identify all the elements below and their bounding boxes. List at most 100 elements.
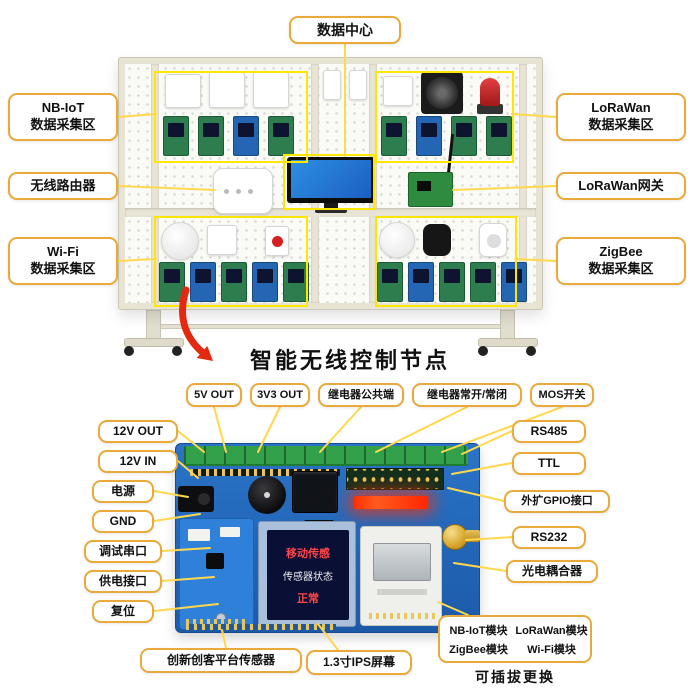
- callout-power: 电源: [92, 480, 154, 503]
- nbiot-sensor: [253, 72, 289, 108]
- wireless-plug-module: [360, 526, 442, 626]
- lorawan-node-module: [381, 116, 407, 156]
- callout-maker-sensor: 创新创客平台传感器: [140, 648, 302, 673]
- center-sensor: [323, 70, 341, 100]
- callout-12v-out: 12V OUT: [98, 420, 178, 443]
- callout-relay-common: 继电器公共端: [318, 383, 404, 407]
- callout-ttl: TTL: [512, 452, 586, 475]
- sensor-subboard: [179, 518, 254, 630]
- nbiot-sensor: [165, 74, 201, 108]
- lorawan-sensor: [383, 76, 413, 106]
- alarm-beacon: [480, 78, 500, 106]
- buzzer: [248, 476, 286, 514]
- caster-wheel: [172, 346, 182, 356]
- module-name: LoRaWan模块: [515, 624, 588, 637]
- zigbee-node-module: [377, 262, 403, 302]
- zigbee-black-sensor: [423, 224, 451, 256]
- zigbee-node-module: [439, 262, 465, 302]
- nbiot-node-module: [268, 116, 294, 156]
- callout-wifi-area: Wi-Fi 数据采集区: [8, 237, 118, 285]
- caster-wheel: [526, 346, 536, 356]
- wifi-node-module: [159, 262, 185, 302]
- nbiot-node-module: [198, 116, 224, 156]
- subboard-component: [220, 527, 240, 537]
- lorawan-gateway-board: [408, 172, 453, 207]
- callout-5v-out: 5V OUT: [186, 383, 242, 407]
- gateway-chip: [417, 181, 431, 191]
- panel-strip: [151, 64, 159, 303]
- callout-3v3-out: 3V3 OUT: [250, 383, 310, 407]
- antenna-stub: [465, 530, 480, 542]
- gpio-header: [346, 468, 444, 490]
- callout-rs232: RS232: [512, 526, 586, 549]
- zigbee-round-sensor: [379, 222, 415, 258]
- caster-wheel: [124, 346, 134, 356]
- wifi-node-module: [283, 262, 309, 302]
- wifi-node-module: [221, 262, 247, 302]
- screen-line: 正常: [297, 592, 319, 605]
- relay-terminal-block: [184, 446, 468, 466]
- callout-supply-port: 供电接口: [84, 570, 162, 593]
- relay-module: [292, 471, 338, 513]
- control-node-board-photo: 移动传感 传感器状态 正常: [175, 443, 480, 633]
- wireless-router: [213, 168, 273, 214]
- wifi-node-module: [190, 262, 216, 302]
- modules-note: 可插拔更换: [475, 669, 555, 685]
- ips-screen-module: 移动传感 传感器状态 正常: [258, 521, 356, 627]
- module-name: Wi-Fi模块: [527, 643, 576, 656]
- wifi-sensor: [207, 225, 237, 255]
- module-name: ZigBee模块: [449, 643, 508, 656]
- fan-blade: [426, 77, 458, 109]
- pir-lens: [487, 234, 501, 248]
- callout-gnd: GND: [92, 510, 154, 533]
- section-title: 智能无线控制节点: [249, 348, 450, 373]
- screen-line: 移动传感: [286, 547, 330, 560]
- lorawan-node-module: [451, 116, 477, 156]
- callout-reset: 复位: [92, 600, 154, 623]
- rack-leg: [146, 310, 161, 340]
- zigbee-node-module: [470, 262, 496, 302]
- callout-lorawan-gateway: LoRaWan网关: [556, 172, 686, 200]
- screen-line: 传感器状态: [283, 571, 333, 583]
- callout-debug-serial: 调试串口: [84, 540, 162, 563]
- callout-lorawan-area: LoRaWan 数据采集区: [556, 93, 686, 141]
- center-sensor: [349, 70, 367, 100]
- zigbee-node-module: [501, 262, 527, 302]
- lorawan-node-module: [416, 116, 442, 156]
- callout-gpio: 外扩GPIO接口: [504, 490, 610, 513]
- modules-list-box: NB-IoT模块 LoRaWan模块 ZigBee模块 Wi-Fi模块: [438, 615, 592, 663]
- module-pads: [369, 613, 435, 619]
- wifi-node-module: [252, 262, 278, 302]
- rack-foot: [478, 338, 538, 347]
- router-led: [224, 189, 229, 194]
- nbiot-node-module: [233, 116, 259, 156]
- router-led: [236, 189, 241, 194]
- panel-strip: [519, 64, 527, 303]
- callout-rs485: RS485: [512, 420, 586, 443]
- dc-power-jack: [178, 486, 214, 512]
- callout-wireless-router: 无线路由器: [8, 172, 118, 200]
- router-led: [248, 189, 253, 194]
- monitor-base: [315, 209, 347, 213]
- fan-module: [421, 72, 463, 114]
- nbiot-node-module: [163, 116, 189, 156]
- callout-zigbee-area: ZigBee 数据采集区: [556, 237, 686, 285]
- subboard-pads: [186, 619, 246, 625]
- callout-12v-in: 12V IN: [98, 450, 178, 473]
- subboard-component: [188, 529, 210, 541]
- nbiot-sensor: [209, 72, 245, 108]
- callout-data-center: 数据中心: [289, 16, 401, 44]
- subboard-chip: [206, 553, 224, 569]
- smoke-detector: [161, 222, 199, 260]
- callout-nbiot-area: NB-IoT 数据采集区: [8, 93, 118, 141]
- module-name: NB-IoT模块: [449, 624, 508, 637]
- callout-relay-no-nc: 继电器常开/常闭: [412, 383, 522, 407]
- monitor-screen: [291, 160, 371, 198]
- bottom-pin-row: [186, 624, 336, 630]
- ips-screen: 移动传感 传感器状态 正常: [267, 530, 349, 620]
- rack-leg: [500, 310, 515, 340]
- lorawan-node-module: [486, 116, 512, 156]
- pin-header-row: [190, 469, 340, 476]
- rack-crossbar: [153, 324, 513, 329]
